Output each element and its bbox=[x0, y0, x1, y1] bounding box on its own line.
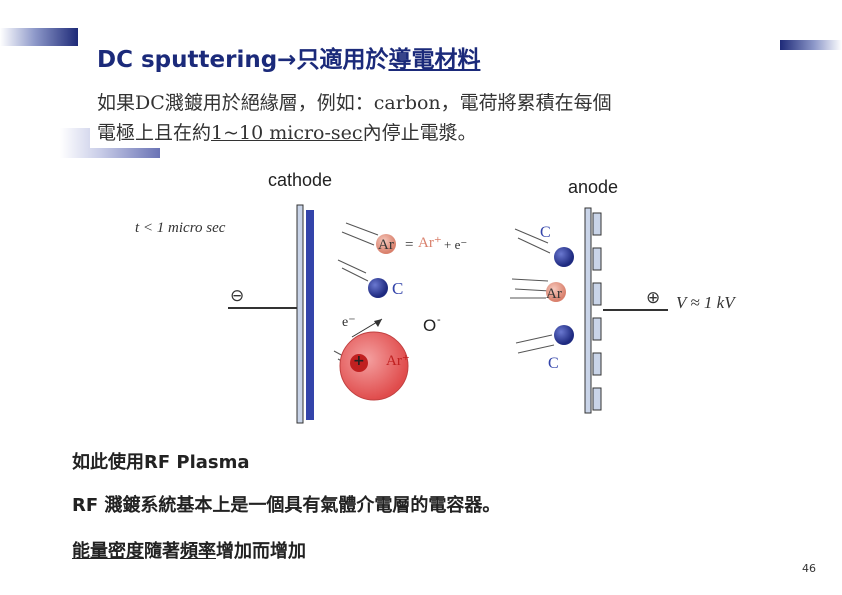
cathode-plate bbox=[297, 205, 303, 423]
cathode-target bbox=[306, 210, 314, 420]
bottom-line-3: 能量密度隨著頻率增加而增加 bbox=[72, 537, 306, 563]
bottom-line-3-u2: 頻率 bbox=[180, 541, 216, 562]
intro-line2-b: 內停止電漿。 bbox=[363, 122, 477, 144]
c-label-right-bottom: C bbox=[548, 355, 559, 372]
intro-line2-underlined: 1~10 micro-sec bbox=[211, 122, 363, 144]
c-atom-right-bottom bbox=[554, 325, 574, 345]
decorative-bar-right bbox=[780, 40, 842, 50]
intro-line2-a: 電極上且在約 bbox=[97, 122, 211, 144]
voltage-label: V ≈ 1 kV bbox=[676, 293, 737, 312]
o-label: O bbox=[423, 316, 436, 335]
plus-symbol: ⊕ bbox=[646, 288, 660, 308]
svg-text:-: - bbox=[437, 314, 441, 326]
reaction-arplus: Ar⁺ bbox=[418, 235, 442, 251]
bottom-line-3-u1: 能量密度 bbox=[72, 541, 144, 562]
anode-label: anode bbox=[568, 177, 618, 197]
ion-label: Ar⁺ bbox=[386, 353, 410, 369]
bottom-line-3-a: 隨著 bbox=[144, 541, 180, 562]
intro-text: 如果DC濺鍍用於絕緣層，例如：carbon，電荷將累積在每個 電極上且在約1~1… bbox=[97, 88, 777, 148]
reaction-ar: Ar bbox=[378, 237, 394, 253]
slide-title: DC sputtering→只適用於導電材料 bbox=[97, 40, 480, 74]
cathode-label: cathode bbox=[268, 170, 332, 190]
electron-label: e⁻ bbox=[342, 315, 356, 330]
bottom-line-1: 如此使用RF Plasma bbox=[72, 448, 250, 474]
title-part2: 只適用於 bbox=[296, 47, 388, 73]
title-part1: DC sputtering bbox=[97, 47, 277, 73]
c-label-right-top: C bbox=[540, 224, 551, 241]
bottom-line-2: RF 濺鍍系統基本上是一個具有氣體介電層的電容器。 bbox=[72, 491, 500, 517]
page-number: 46 bbox=[802, 562, 816, 575]
sputtering-diagram: cathode anode t < 1 micro sec ⊖ ⊕ V ≈ 1 … bbox=[120, 165, 760, 425]
ion-plus: + bbox=[353, 353, 365, 369]
c-label-left: C bbox=[392, 279, 403, 298]
c-atom-left bbox=[368, 278, 388, 298]
anode-plate bbox=[585, 208, 591, 413]
title-part3: 導電材料 bbox=[388, 47, 480, 73]
intro-line1: 如果DC濺鍍用於絕緣層，例如：carbon，電荷將累積在每個 bbox=[97, 92, 612, 114]
reaction-plus-electron: + e⁻ bbox=[444, 237, 467, 252]
ar-label-right: Ar bbox=[546, 286, 562, 302]
c-atom-right-top bbox=[554, 247, 574, 267]
time-label: t < 1 micro sec bbox=[135, 220, 226, 236]
minus-symbol: ⊖ bbox=[230, 286, 244, 306]
reaction-eq: = bbox=[405, 237, 413, 253]
arrow-icon: → bbox=[277, 47, 296, 73]
anode-segments bbox=[593, 213, 601, 410]
decorative-bar-left bbox=[0, 28, 78, 46]
bottom-line-3-b: 增加而增加 bbox=[216, 541, 306, 562]
